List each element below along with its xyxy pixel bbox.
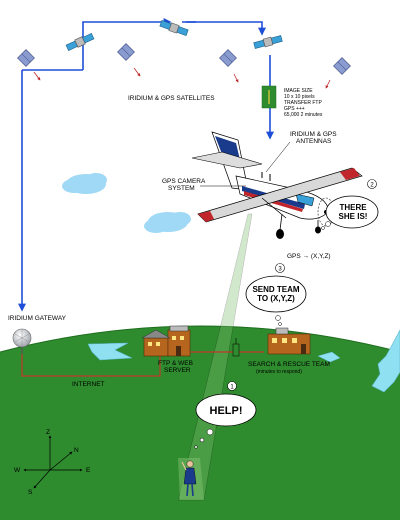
gateway-dome	[12, 328, 32, 354]
compass-s: S	[28, 489, 33, 496]
image-info-3: TRANSFER FTP	[284, 100, 322, 106]
radio-tower	[232, 338, 240, 357]
satellites-label: IRIDIUM & GPS SATELLITES	[128, 95, 215, 102]
satellite-icon	[159, 20, 189, 36]
internet-label: INTERNET	[72, 381, 105, 388]
cloud-icon	[62, 173, 107, 194]
leader-lines	[200, 141, 291, 187]
lake	[87, 342, 133, 361]
compass-e: E	[86, 467, 91, 474]
antennas-label-2: ANTENNAS	[296, 138, 332, 145]
gps-coordinate-label: GPS → (X,Y,Z)	[287, 253, 331, 260]
step-marker-2: 2	[367, 179, 377, 189]
ftp-label-2: SERVER	[164, 367, 191, 374]
satellite-icon	[65, 32, 95, 52]
satellite-icon	[117, 43, 135, 61]
step-marker-3: 3	[275, 263, 285, 273]
compass-w: W	[14, 467, 21, 474]
there-she-is-bubble: THERE SHE IS!	[321, 195, 379, 230]
svg-text:SEND TEAM: SEND TEAM	[252, 285, 299, 294]
compass-icon	[23, 435, 83, 489]
step-marker-1: 1	[227, 381, 237, 391]
airplane-icon	[191, 131, 363, 239]
compass-z: Z	[46, 429, 50, 436]
svg-text:2: 2	[370, 183, 374, 189]
svg-text:TO (X,Y,Z): TO (X,Y,Z)	[257, 294, 295, 303]
person-icon	[178, 458, 204, 500]
camera-label-2: SYSTEM	[168, 185, 195, 192]
rescue-label: SEARCH & RESCUE TEAM	[248, 361, 330, 368]
river	[371, 329, 400, 393]
image-preview	[261, 85, 277, 109]
building-icon	[141, 325, 191, 357]
svg-text:THERE: THERE	[339, 203, 367, 212]
svg-text:HELP!: HELP!	[210, 405, 243, 417]
satellite-icon	[253, 35, 283, 49]
svg-text:SHE IS!: SHE IS!	[339, 212, 368, 221]
image-info-2: 10 x 10 pixels	[284, 94, 315, 100]
internet-link	[21, 351, 264, 377]
rescue-sublabel: (minutes to respond)	[256, 369, 302, 375]
help-bubble: HELP!	[194, 393, 257, 449]
image-info-4: GPS +++	[284, 106, 305, 112]
gateway-label: IRIDIUM GATEWAY	[8, 315, 67, 322]
satellite-icon	[333, 57, 351, 75]
compass-n: N	[74, 447, 79, 454]
cloud-icon	[144, 212, 191, 233]
camera-label-1: GPS CAMERA	[162, 178, 206, 185]
svg-text:3: 3	[278, 267, 282, 273]
send-team-bubble: SEND TEAM TO (X,Y,Z)	[245, 275, 307, 326]
orbit-arrows	[33, 67, 331, 89]
ftp-label-1: FTP & WEB	[158, 360, 193, 367]
image-info-1: IMAGE SIZE	[284, 88, 313, 94]
building-icon	[267, 327, 311, 355]
antennas-label-1: IRIDIUM & GPS	[290, 131, 337, 138]
satellite-icon	[219, 49, 237, 67]
satellite-icon	[17, 49, 35, 67]
image-info-5: 65,000 2 minutes	[284, 112, 323, 118]
ground	[0, 326, 400, 520]
svg-text:1: 1	[230, 385, 234, 391]
